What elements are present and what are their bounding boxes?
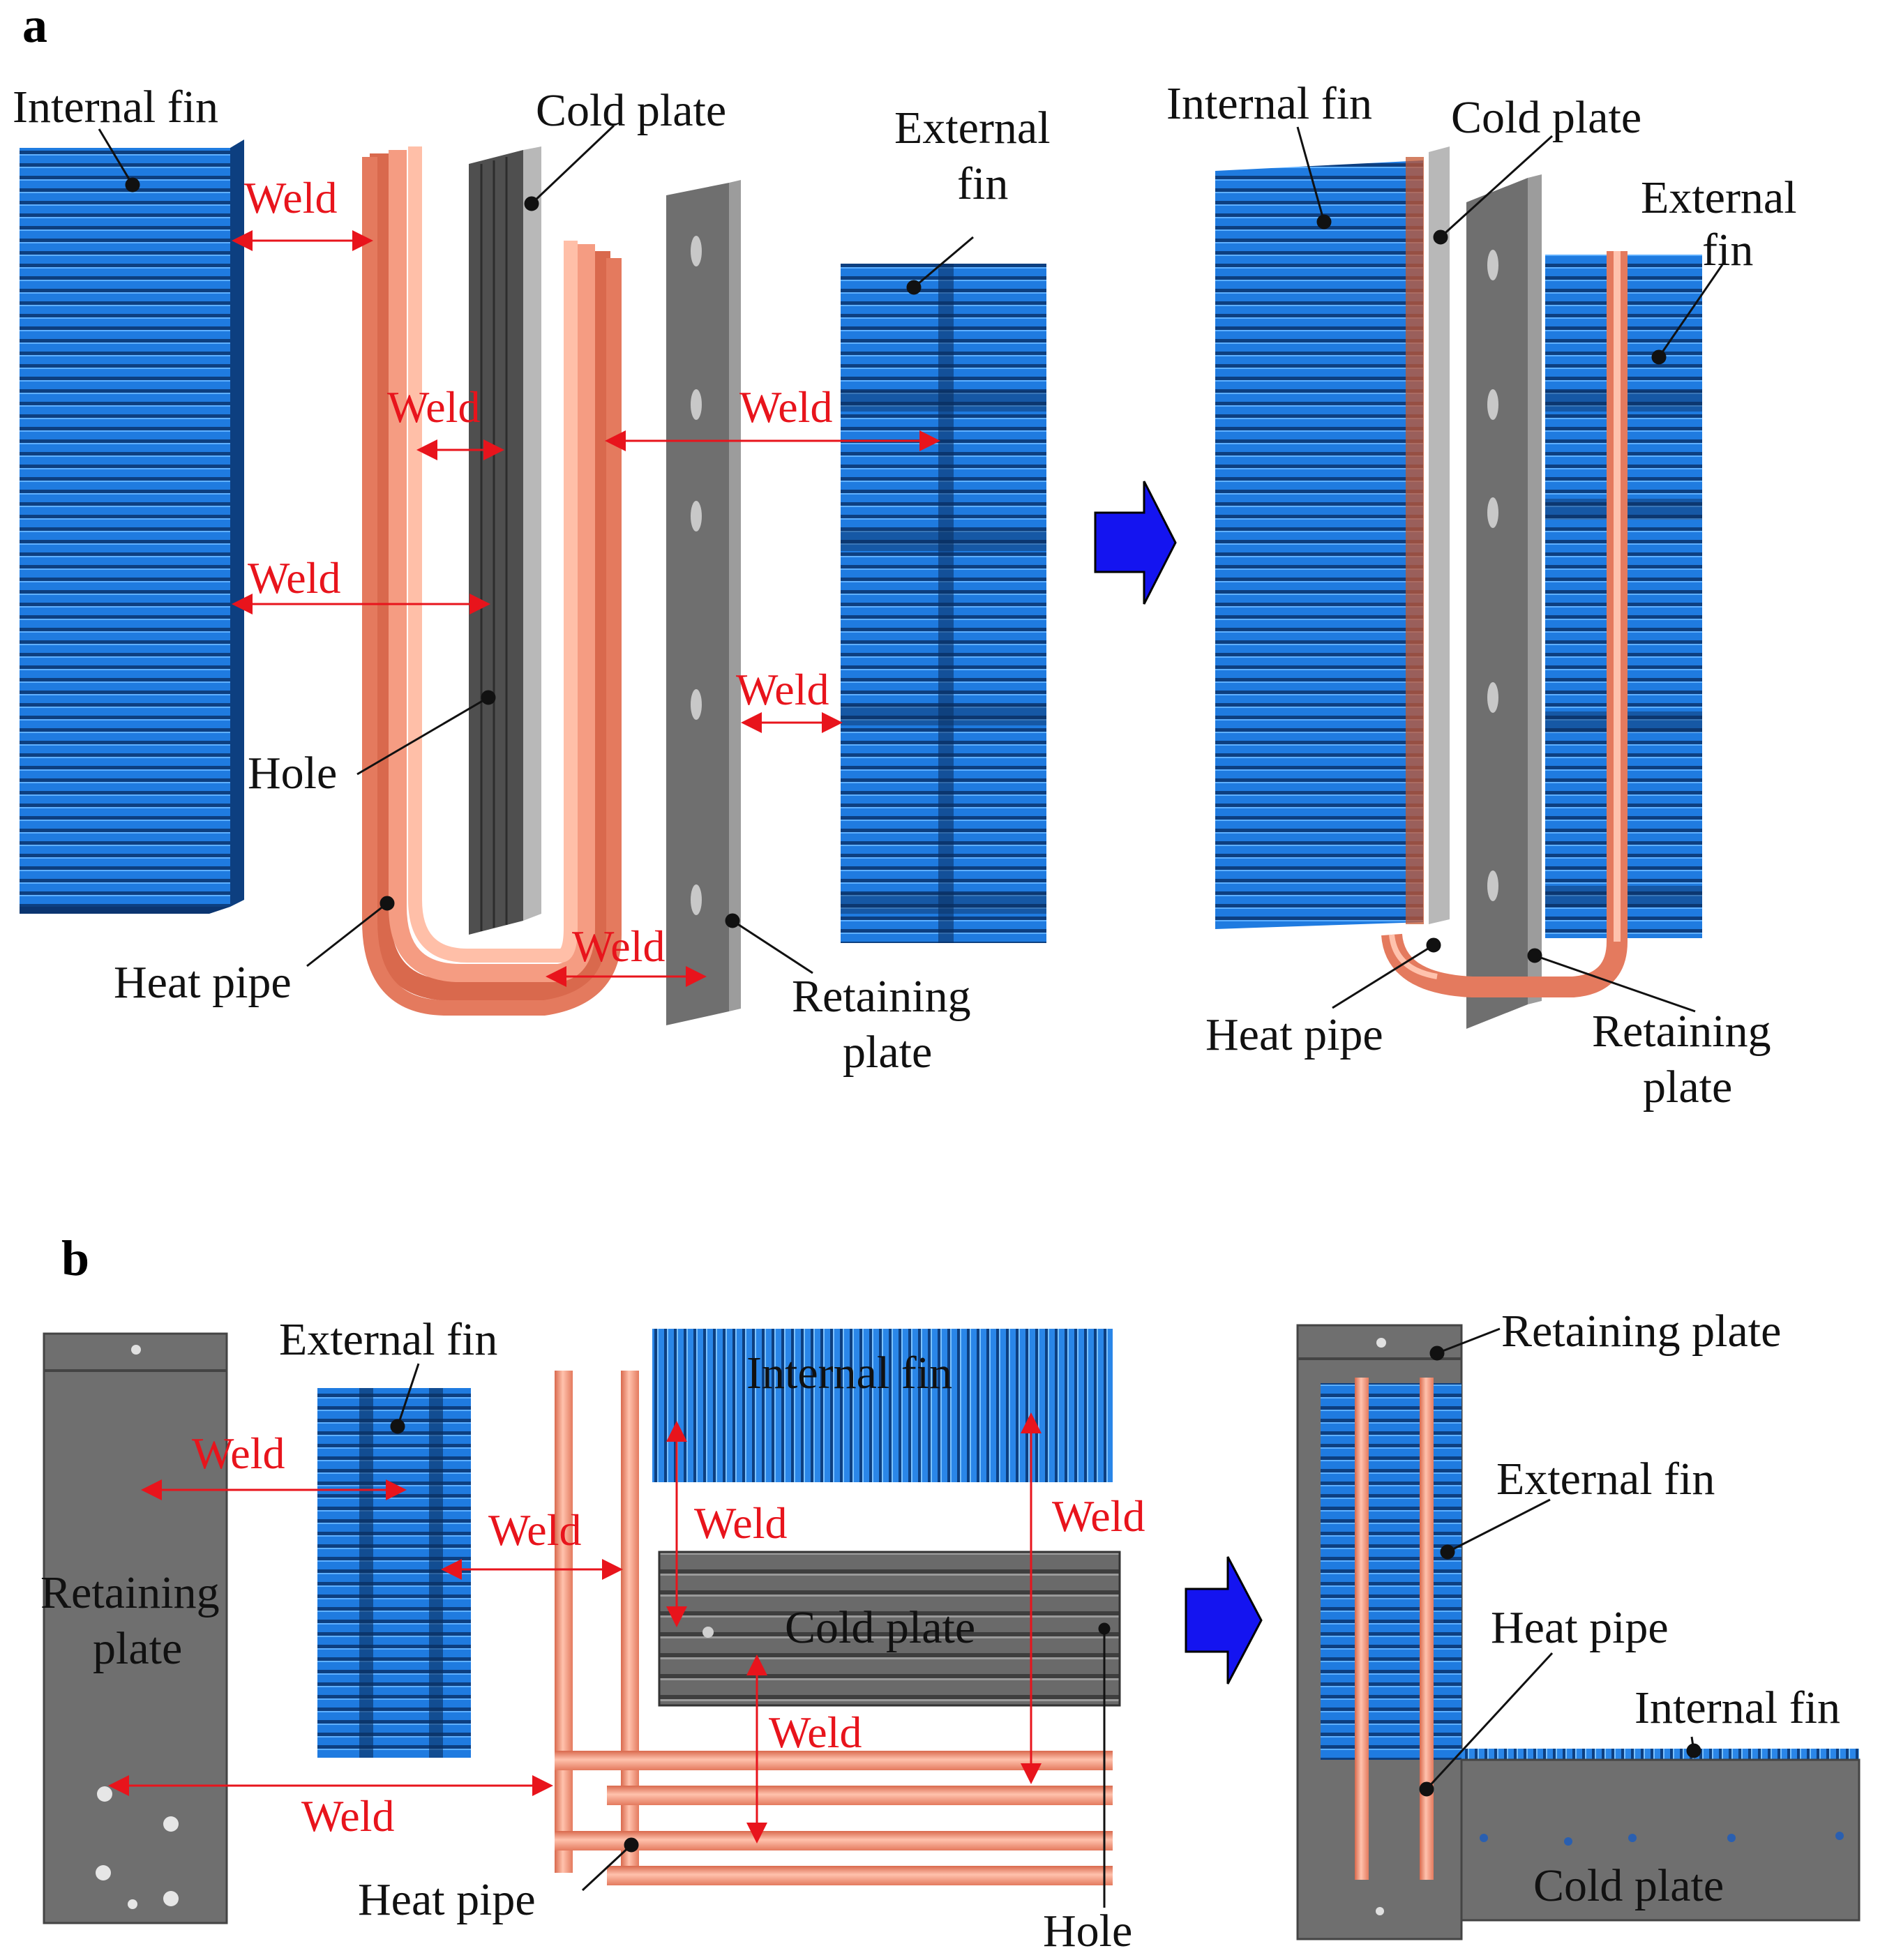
a-label-heat-pipe: Heat pipe <box>114 957 292 1008</box>
b-weld-label-6: Weld <box>301 1791 394 1841</box>
b-assembled-label-internal-fin: Internal fin <box>1634 1682 1840 1733</box>
a-label-external-fin-1: External <box>894 103 1051 153</box>
a-label-retaining-plate-2: plate <box>843 1027 932 1078</box>
b-weld-label-3: Weld <box>694 1498 787 1548</box>
b-weld-label-1: Weld <box>192 1428 285 1478</box>
b-label-cold-plate: Cold plate <box>785 1602 975 1653</box>
panel-a-letter: a <box>22 0 47 53</box>
b-retaining-plate <box>43 1332 228 1924</box>
a-assembled-label-heat-pipe: Heat pipe <box>1205 1009 1383 1060</box>
a-label-retaining-plate-1: Retaining <box>792 971 971 1022</box>
a-retaining-plate <box>666 180 741 1025</box>
a-assembled-label-retaining-plate-1: Retaining <box>1592 1006 1771 1057</box>
a-weld-label-1: Weld <box>244 173 337 223</box>
a-label-internal-fin: Internal fin <box>13 82 218 133</box>
a-internal-fin-stack <box>20 140 244 914</box>
a-label-cold-plate: Cold plate <box>536 85 726 136</box>
a-cold-plate <box>469 146 541 935</box>
b-assembled-label-cold-plate: Cold plate <box>1533 1860 1724 1911</box>
a-weld-label-6: Weld <box>572 921 665 971</box>
a-weld-label-4: Weld <box>248 553 340 603</box>
a-weld-label-2: Weld <box>387 382 480 432</box>
a-leader-lines <box>98 124 974 974</box>
b-assembled-label-external-fin: External fin <box>1496 1454 1715 1505</box>
a-external-fin-stack <box>841 264 1046 943</box>
b-assembled-label-heat-pipe: Heat pipe <box>1491 1602 1669 1653</box>
b-assembled-heat-pipe <box>1355 1378 1434 1880</box>
a-assembled-label-retaining-plate-2: plate <box>1643 1062 1732 1113</box>
panel-b-letter: b <box>61 1230 89 1286</box>
b-leader-lines <box>390 1363 1111 1908</box>
b-weld-label-4: Weld <box>1052 1491 1145 1541</box>
a-assembly-arrow-icon <box>1094 481 1177 605</box>
b-label-retaining-plate-1: Retaining <box>40 1567 220 1618</box>
b-assembly-arrow-icon <box>1185 1556 1263 1684</box>
b-label-hole: Hole <box>1043 1906 1132 1957</box>
a-weld-arrows <box>232 230 940 987</box>
b-assembled-leader-lines <box>1419 1327 1701 1797</box>
b-assembled-external-fin <box>1321 1383 1461 1760</box>
b-cold-plate <box>658 1551 1121 1707</box>
a-assembled-internal-fin <box>1215 157 1424 929</box>
b-weld-label-5: Weld <box>769 1708 862 1757</box>
b-external-fin-stack <box>317 1388 471 1758</box>
b-weld-label-2: Weld <box>488 1505 581 1555</box>
a-label-hole: Hole <box>248 748 337 799</box>
a-assembled-leader-lines <box>1296 126 1726 1013</box>
a-weld-label-3: Weld <box>739 382 832 432</box>
b-label-external-fin: External fin <box>279 1314 497 1365</box>
a-assembled-label-external-fin-1: External <box>1641 172 1797 223</box>
a-label-external-fin-2: fin <box>957 158 1008 209</box>
a-assembled-label-internal-fin: Internal fin <box>1166 78 1372 129</box>
b-heat-pipe <box>555 1371 1113 1885</box>
b-weld-arrows <box>108 1412 1042 1844</box>
b-assembled-label-retaining-plate: Retaining plate <box>1501 1306 1781 1357</box>
a-assembled-label-cold-plate: Cold plate <box>1451 92 1641 143</box>
b-label-heat-pipe: Heat pipe <box>358 1874 536 1925</box>
b-assembled-cold-plate <box>1460 1758 1861 1922</box>
b-label-internal-fin: Internal fin <box>746 1348 952 1399</box>
a-assembled-cold-plate <box>1429 146 1450 924</box>
b-assembled-internal-fin <box>1461 1749 1859 1760</box>
a-assembled-retaining-plate <box>1466 174 1542 1029</box>
a-assembled-label-external-fin-2: fin <box>1702 225 1753 276</box>
a-weld-label-5: Weld <box>736 665 829 714</box>
b-label-retaining-plate-2: plate <box>93 1623 182 1674</box>
